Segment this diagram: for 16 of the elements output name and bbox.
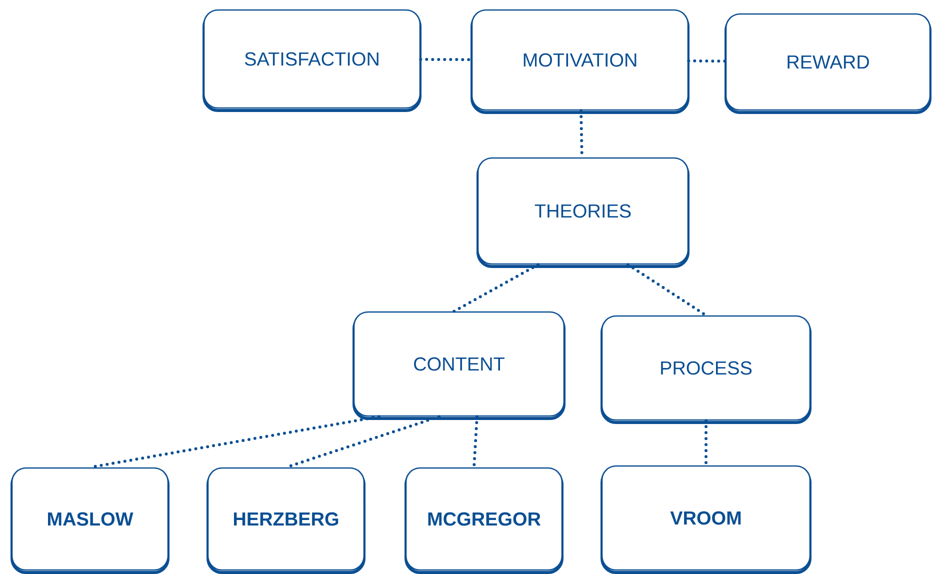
concept-box: MOTIVATION [470, 9, 690, 114]
concept-box: REWARD [724, 13, 932, 114]
dotted-connector [452, 263, 540, 313]
dotted-connector [687, 59, 727, 63]
concept-box: THEORIES [476, 157, 690, 268]
name-box: HERZBERG [206, 467, 366, 574]
concept-box: CONTENT [352, 311, 566, 420]
concept-box: PROCESS [600, 315, 812, 424]
concept-box: SATISFACTION [202, 9, 422, 112]
dotted-connector [472, 415, 478, 469]
dotted-connector [419, 58, 473, 62]
dotted-connector [704, 419, 708, 467]
name-box: MCGREGOR [404, 467, 564, 574]
name-box: MASLOW [10, 467, 170, 574]
dotted-connector [626, 263, 708, 317]
name-box: VROOM [600, 465, 812, 574]
